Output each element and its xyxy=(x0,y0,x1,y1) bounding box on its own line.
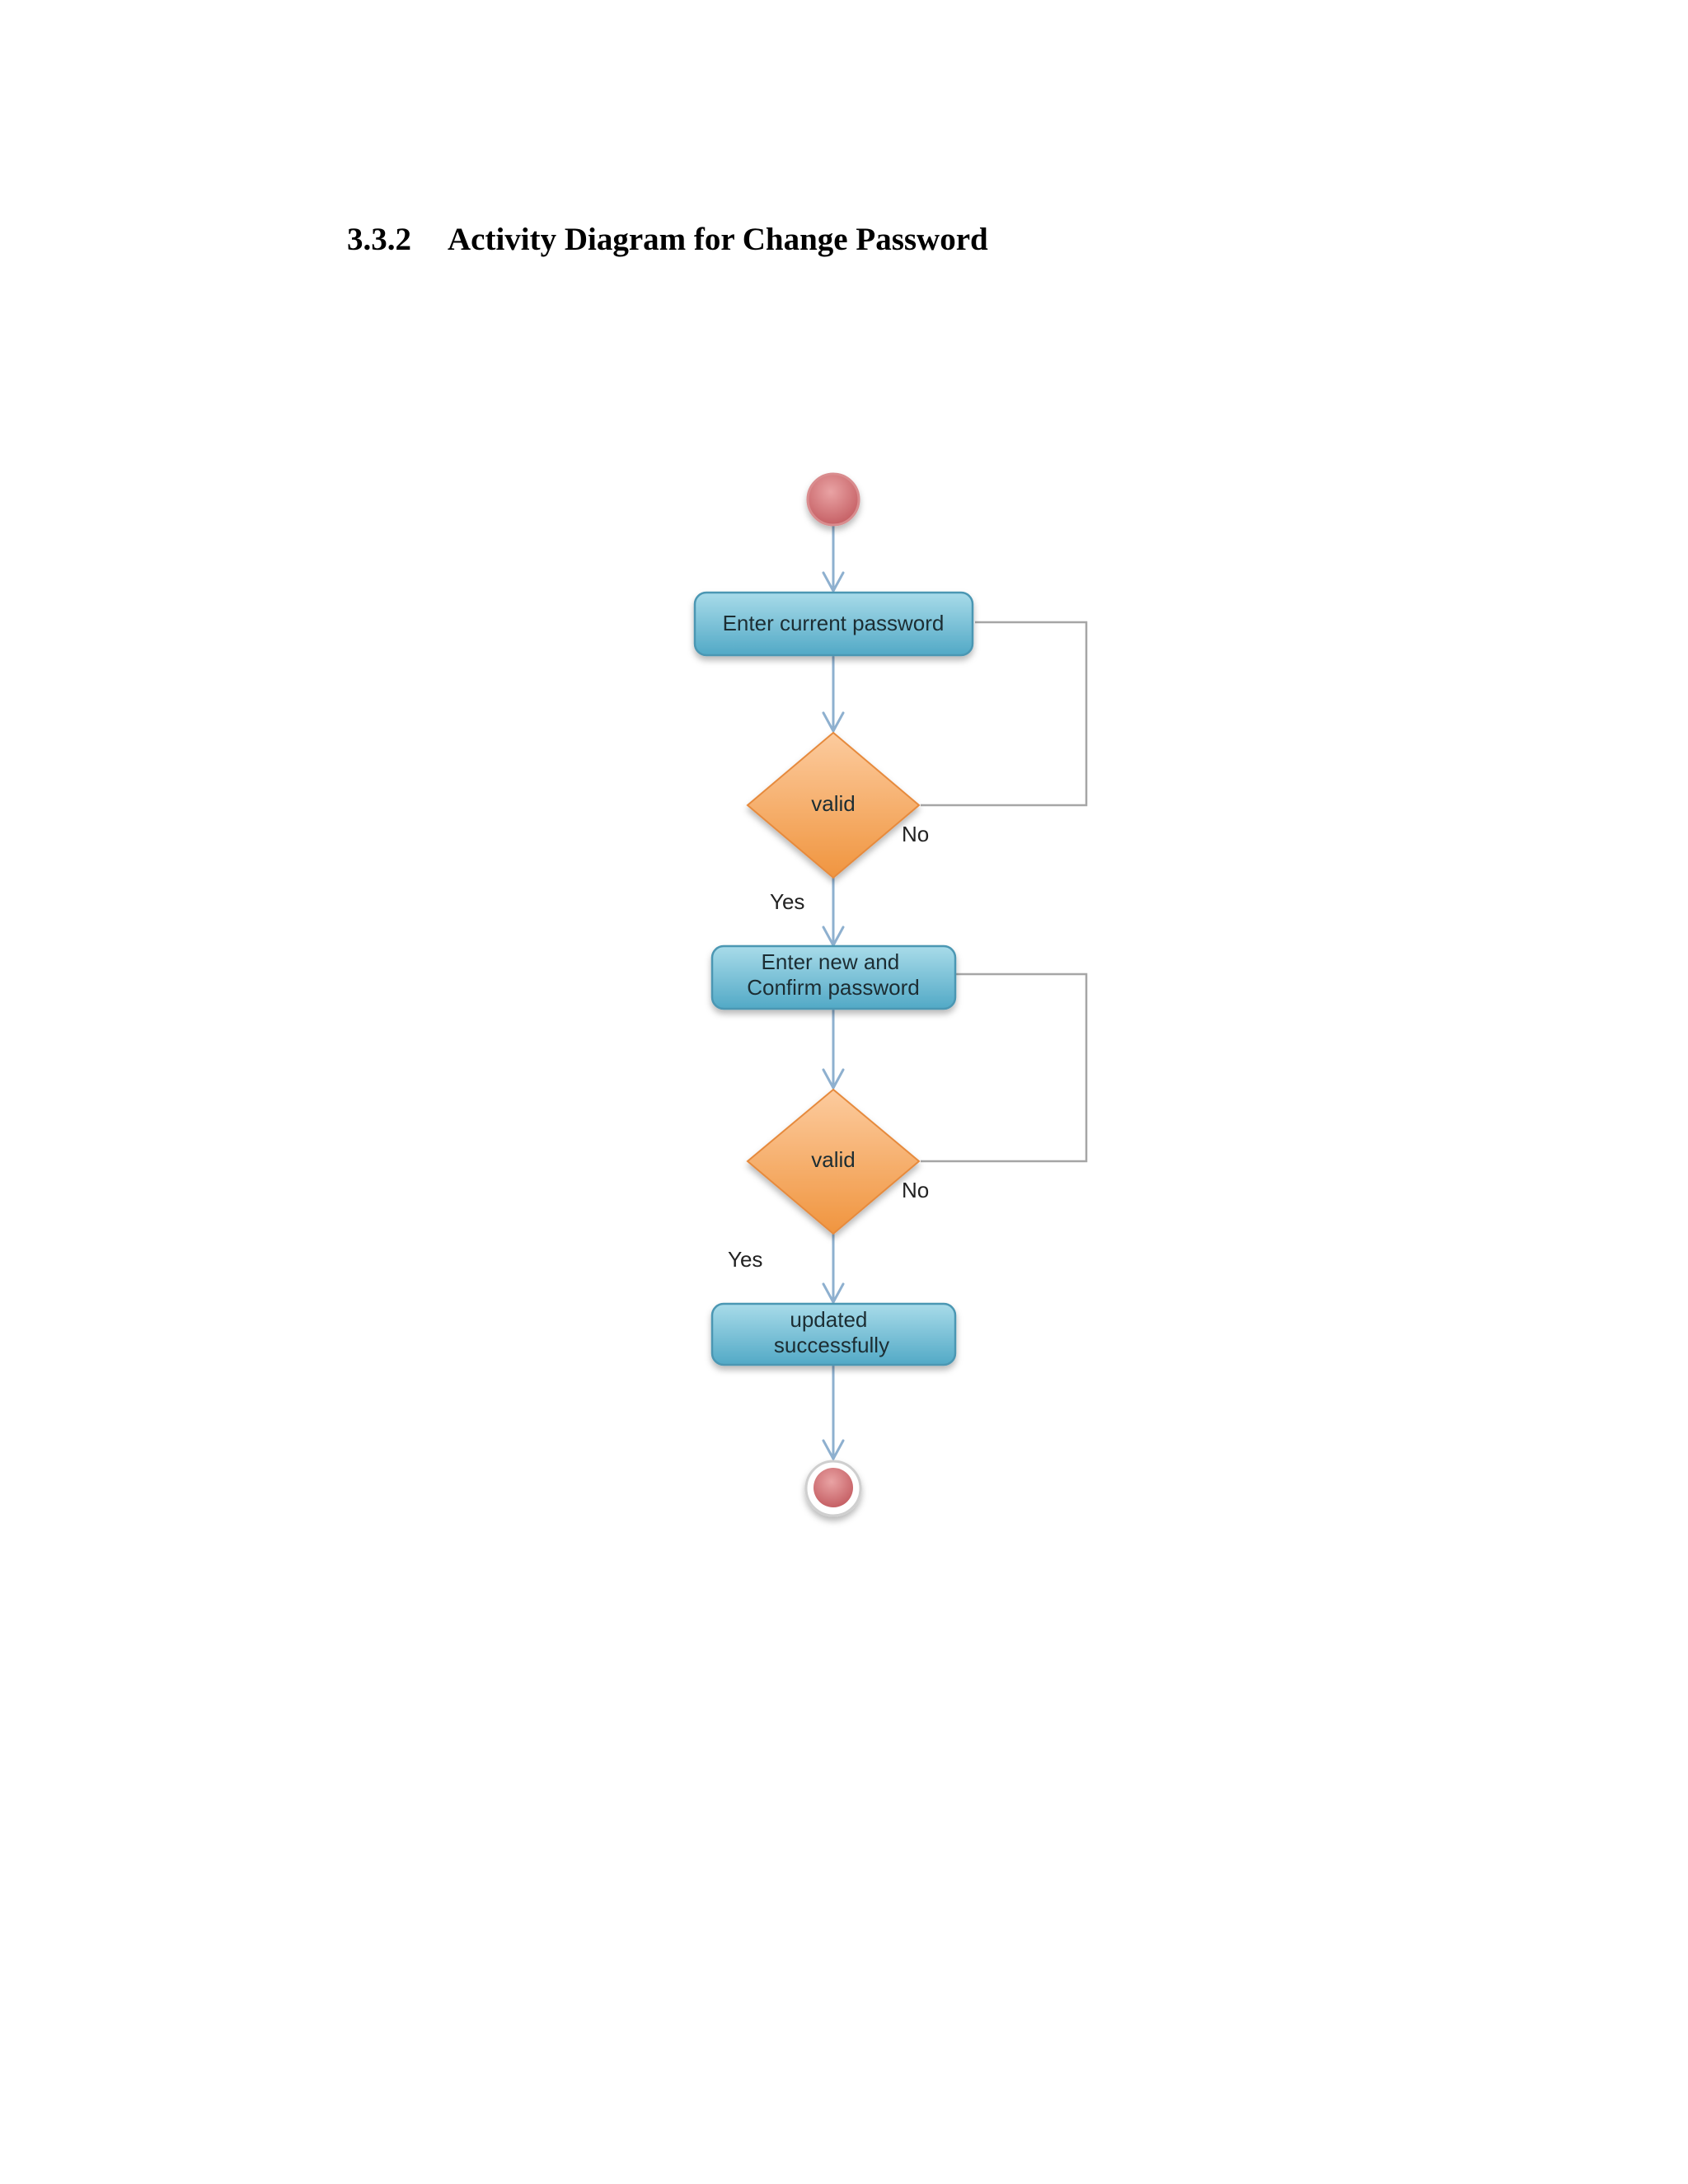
flow-yes-to-updated xyxy=(822,1233,845,1304)
decision-label: valid xyxy=(811,791,855,816)
activity-updated-successfully: updated successfully xyxy=(710,1302,957,1366)
section-number: 3.3.2 xyxy=(347,222,411,257)
activity-enter-current-password: Enter current password xyxy=(693,591,974,657)
no-label-1: No xyxy=(902,822,929,846)
yes-label-1: Yes xyxy=(770,889,804,914)
activity-label: Enter new and Confirm password xyxy=(747,949,920,1000)
flow-yes-to-enter-new xyxy=(822,876,845,947)
activity-label: updated successfully xyxy=(774,1307,889,1357)
flow-start-to-enter-current xyxy=(822,523,845,593)
activity-label: Enter current password xyxy=(723,611,945,635)
loop-no-back-to-enter-current xyxy=(921,621,1088,807)
section-title: Activity Diagram for Change Password xyxy=(448,222,988,257)
end-node xyxy=(804,1460,862,1517)
yes-label-2: Yes xyxy=(728,1247,762,1272)
decision-valid-2: valid xyxy=(746,1088,921,1235)
flow-enter-current-to-decision xyxy=(822,655,845,733)
flow-updated-to-end xyxy=(822,1363,845,1460)
loop-no-back-to-enter-new xyxy=(921,972,1088,1163)
activity-enter-new-password: Enter new and Confirm password xyxy=(710,944,957,1010)
no-label-2: No xyxy=(902,1178,929,1202)
start-node xyxy=(806,472,860,527)
decision-valid-1: valid xyxy=(746,731,921,879)
flow-enter-new-to-decision xyxy=(822,1008,845,1090)
decision-label: valid xyxy=(811,1147,855,1172)
section-heading: 3.3.2 Activity Diagram for Change Passwor… xyxy=(347,221,988,260)
